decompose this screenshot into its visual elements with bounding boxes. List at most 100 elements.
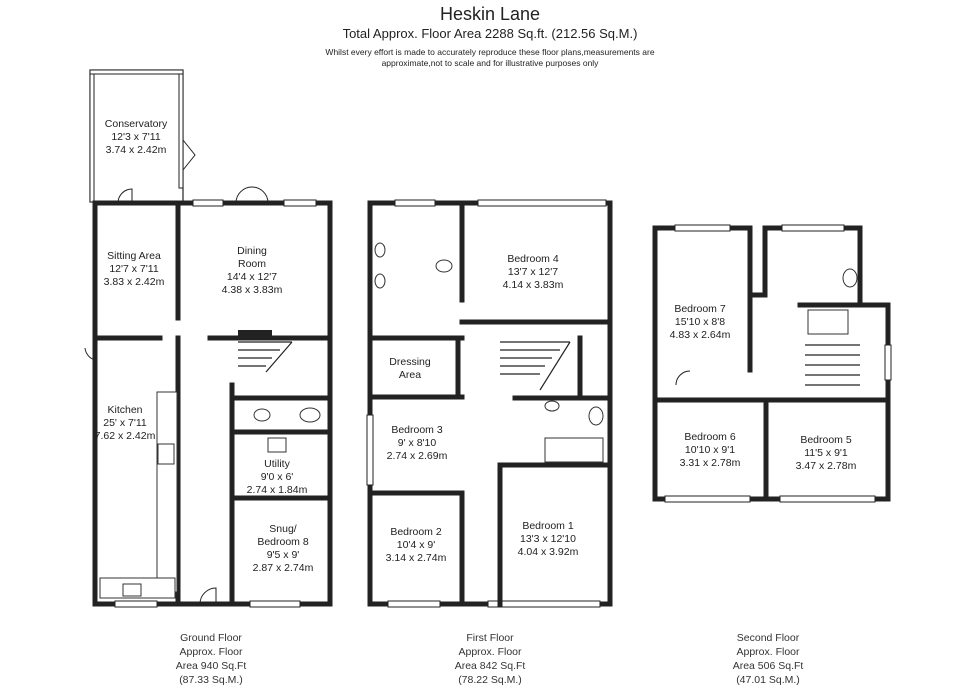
hob-icon bbox=[157, 443, 175, 465]
sitting-door-icon bbox=[117, 188, 133, 204]
bedroom3-metric: 2.74 x 2.69m bbox=[387, 450, 448, 462]
kitchen-window bbox=[114, 600, 158, 608]
sitting-imperial: 12'7 x 7'11 bbox=[109, 263, 159, 275]
kitchen-metric: 7.62 x 2.42m bbox=[95, 430, 156, 442]
bed7-window bbox=[674, 224, 731, 232]
room-conservatory: Conservatory 12'3 x 7'11 3.74 x 2.42m bbox=[105, 118, 168, 156]
ground-floor-caption: Ground Floor Approx. Floor Area 940 Sq.F… bbox=[176, 632, 247, 686]
snug-name-2: Bedroom 8 bbox=[257, 536, 309, 548]
room-bedroom-6: Bedroom 6 10'10 x 9'1 3.31 x 2.78m bbox=[680, 431, 741, 469]
dining-name: Dining bbox=[237, 245, 267, 257]
bedroom4-metric: 4.14 x 3.83m bbox=[503, 279, 564, 291]
svg-text:Second Floor: Second Floor bbox=[737, 632, 800, 644]
bedroom1-name: Bedroom 1 bbox=[522, 520, 574, 532]
room-utility: Utility 9'0 x 6' 2.74 x 1.84m bbox=[247, 458, 308, 496]
first-floor-caption: First Floor Approx. Floor Area 842 Sq.Ft… bbox=[455, 632, 526, 686]
bedroom7-imperial: 15'10 x 8'8 bbox=[675, 316, 725, 328]
utility-metric: 2.74 x 1.84m bbox=[247, 484, 308, 496]
svg-text:Ground Floor: Ground Floor bbox=[180, 632, 242, 644]
snug-imperial: 9'5 x 9' bbox=[267, 549, 300, 561]
sf-toilet-icon bbox=[842, 268, 858, 288]
dressing-name: Dressing bbox=[389, 356, 431, 368]
room-sitting-area: Sitting Area 12'7 x 7'11 3.83 x 2.42m bbox=[104, 250, 165, 288]
ground-floor-plan bbox=[84, 69, 333, 608]
svg-text:First Floor: First Floor bbox=[466, 632, 514, 644]
bedroom1-imperial: 13'3 x 12'10 bbox=[520, 533, 576, 545]
utility-name: Utility bbox=[264, 458, 290, 470]
bedroom4-name: Bedroom 4 bbox=[507, 253, 559, 265]
second-floor-plan bbox=[652, 224, 892, 503]
bedroom6-imperial: 10'10 x 9'1 bbox=[685, 444, 735, 456]
sf-bath-window bbox=[781, 224, 845, 232]
utility-sink-icon bbox=[267, 437, 287, 453]
first-stairs-icon bbox=[500, 341, 571, 391]
second-stairs-icon bbox=[805, 344, 860, 386]
dining-metric: 4.38 x 3.83m bbox=[222, 284, 283, 296]
dining-window-1 bbox=[192, 199, 224, 207]
ff-basin-2-icon bbox=[374, 273, 386, 289]
kitchen-name: Kitchen bbox=[107, 404, 142, 416]
sitting-name: Sitting Area bbox=[107, 250, 161, 262]
bedroom5-name: Bedroom 5 bbox=[800, 434, 852, 446]
room-kitchen: Kitchen 25' x 7'11 7.62 x 2.42m bbox=[95, 404, 156, 442]
bedroom2-name: Bedroom 2 bbox=[390, 526, 442, 538]
kitchen-imperial: 25' x 7'11 bbox=[103, 417, 147, 429]
room-bedroom-2: Bedroom 2 10'4 x 9' 3.14 x 2.74m bbox=[386, 526, 447, 564]
front-door-icon bbox=[199, 587, 217, 605]
utility-imperial: 9'0 x 6' bbox=[261, 471, 294, 483]
snug-window bbox=[249, 600, 301, 608]
conservatory-name: Conservatory bbox=[105, 118, 168, 130]
room-bedroom-4: Bedroom 4 13'7 x 12'7 4.14 x 3.83m bbox=[503, 253, 564, 291]
bedroom7-metric: 4.83 x 2.64m bbox=[670, 329, 731, 341]
bed7-door-icon bbox=[675, 370, 691, 386]
bedroom3-imperial: 9' x 8'10 bbox=[398, 437, 437, 449]
bedroom5-imperial: 11'5 x 9'1 bbox=[804, 447, 848, 459]
basin-icon bbox=[253, 408, 271, 422]
bedroom5-metric: 3.47 x 2.78m bbox=[796, 460, 857, 472]
snug-metric: 2.87 x 2.74m bbox=[253, 562, 314, 574]
bed2-window bbox=[387, 600, 441, 608]
bedroom3-name: Bedroom 3 bbox=[391, 424, 443, 436]
bedroom6-name: Bedroom 6 bbox=[684, 431, 736, 443]
room-dressing-area: Dressing Area bbox=[389, 356, 431, 381]
french-doors-icon bbox=[235, 186, 269, 204]
room-bedroom-5: Bedroom 5 11'5 x 9'1 3.47 x 2.78m bbox=[796, 434, 857, 472]
room-dining: Dining Room 14'4 x 12'7 4.38 x 3.83m bbox=[222, 245, 283, 296]
bedroom7-name: Bedroom 7 bbox=[674, 303, 726, 315]
second-floor-caption: Second Floor Approx. Floor Area 506 Sq.F… bbox=[733, 632, 804, 686]
svg-text:(87.33 Sq.M.): (87.33 Sq.M.) bbox=[179, 674, 243, 686]
svg-text:(47.01 Sq.M.): (47.01 Sq.M.) bbox=[736, 674, 800, 686]
conservatory-glazing-left bbox=[89, 69, 95, 203]
ff-basin-3-icon bbox=[544, 400, 560, 412]
dressing-name-2: Area bbox=[399, 369, 421, 381]
conservatory-door-icon bbox=[182, 139, 196, 171]
room-bedroom-1: Bedroom 1 13'3 x 12'10 4.04 x 3.92m bbox=[518, 520, 579, 558]
svg-text:Area 506 Sq.Ft: Area 506 Sq.Ft bbox=[733, 660, 804, 672]
svg-text:(78.22 Sq.M.): (78.22 Sq.M.) bbox=[458, 674, 522, 686]
ff-window-top-right bbox=[477, 199, 607, 207]
disclaimer-line-1: Whilst every effort is made to accuratel… bbox=[325, 47, 655, 57]
conservatory-metric: 3.74 x 2.42m bbox=[106, 144, 167, 156]
conservatory-glazing-right bbox=[178, 69, 184, 189]
room-snug: Snug/ Bedroom 8 9'5 x 9' 2.87 x 2.74m bbox=[253, 523, 314, 574]
bedroom2-metric: 3.14 x 2.74m bbox=[386, 552, 447, 564]
conservatory-imperial: 12'3 x 7'11 bbox=[111, 131, 161, 143]
dining-imperial: 14'4 x 12'7 bbox=[227, 271, 277, 283]
dining-window-2 bbox=[283, 199, 317, 207]
bedroom6-metric: 3.31 x 2.78m bbox=[680, 457, 741, 469]
sf-side-window bbox=[884, 344, 892, 381]
disclaimer-line-2: approximate,not to scale and for illustr… bbox=[381, 58, 599, 68]
ground-stairs-icon bbox=[238, 341, 293, 373]
bed1-window bbox=[487, 600, 601, 608]
dining-name-2: Room bbox=[238, 258, 266, 270]
bedroom1-metric: 4.04 x 3.92m bbox=[518, 546, 579, 558]
shower-icon bbox=[807, 309, 849, 335]
plan-title: Heskin Lane bbox=[439, 4, 541, 24]
svg-text:Area 842 Sq.Ft: Area 842 Sq.Ft bbox=[455, 660, 526, 672]
snug-name: Snug/ bbox=[269, 523, 297, 535]
svg-text:Approx. Floor: Approx. Floor bbox=[736, 646, 800, 658]
ff-toilet-icon bbox=[435, 259, 453, 273]
bath-icon bbox=[544, 437, 604, 463]
kitchen-side-door-icon bbox=[84, 347, 96, 361]
